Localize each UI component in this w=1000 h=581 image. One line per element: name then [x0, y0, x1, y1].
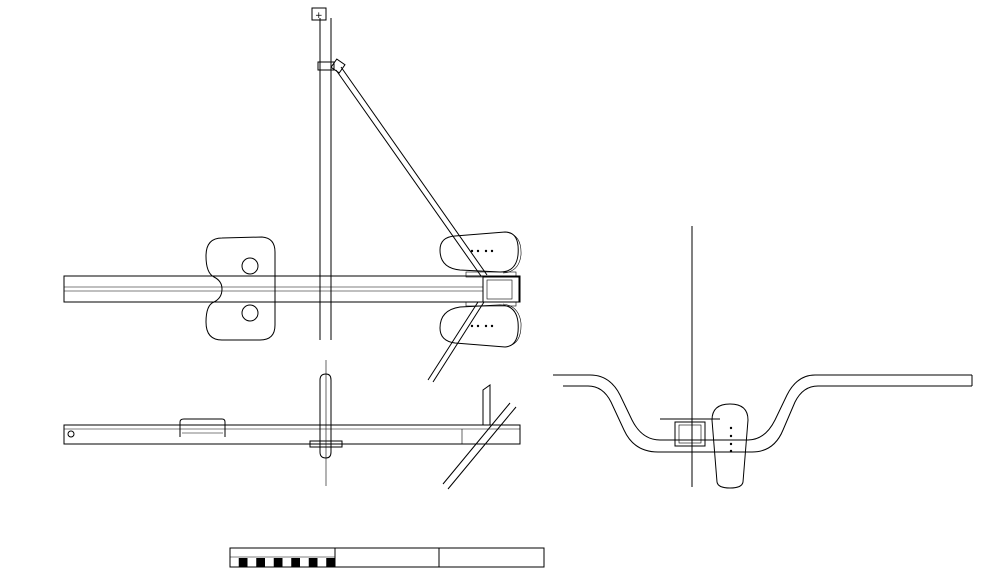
scale-bar-cell — [308, 558, 318, 567]
end-block — [660, 418, 720, 447]
pivot-mark-icon: + — [315, 11, 323, 21]
side-pole — [309, 360, 343, 486]
top-view: + — [63, 7, 522, 383]
footrest-upper — [439, 231, 522, 274]
scale-bar-cell — [256, 558, 265, 567]
upright-pole: + — [311, 7, 335, 340]
side-view — [63, 360, 521, 490]
scale-bar-cell — [238, 558, 248, 567]
scale-bar — [229, 547, 545, 568]
scale-bar-cell — [291, 558, 300, 567]
side-bracket — [442, 384, 517, 490]
diagonal-strut — [330, 58, 488, 383]
mounting-plate — [205, 236, 276, 341]
crossbar-bottom — [563, 385, 972, 453]
end-view — [553, 226, 973, 489]
crossbar-top — [553, 374, 972, 441]
side-beam — [63, 418, 521, 445]
main-beam — [63, 275, 521, 303]
beam-end-block — [465, 271, 520, 307]
end-footrest — [711, 403, 749, 489]
scale-bar-cell — [326, 558, 335, 567]
scale-bar-cell — [273, 558, 283, 567]
footrest-lower — [439, 303, 522, 348]
